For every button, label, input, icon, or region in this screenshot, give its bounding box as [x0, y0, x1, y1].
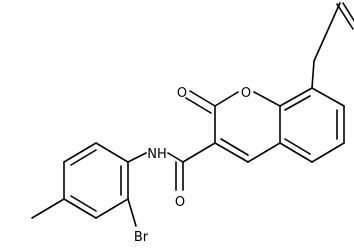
bond — [95, 142, 129, 163]
lactone-carbonyl-oxygen-label: O — [177, 86, 187, 101]
bond — [311, 60, 315, 89]
bond — [311, 142, 345, 163]
bond — [127, 198, 137, 227]
bond — [167, 152, 184, 163]
bond — [127, 152, 147, 163]
bond — [311, 87, 345, 107]
bond — [284, 95, 311, 111]
bond — [342, 2, 354, 23]
bond — [336, 3, 354, 30]
bond — [253, 91, 281, 107]
bond-lines — [31, 2, 354, 227]
bond — [284, 138, 311, 155]
bond — [70, 149, 97, 166]
bromine-label: Br — [134, 230, 149, 245]
bond — [63, 142, 97, 163]
bond — [279, 142, 313, 163]
bond — [185, 97, 212, 114]
bond — [214, 91, 239, 107]
bond — [220, 138, 249, 156]
bond — [247, 142, 281, 163]
atom-labels: O O O NH Br — [134, 86, 251, 245]
bond — [182, 142, 216, 163]
bond — [70, 195, 97, 212]
amide-nitrogen-label: NH — [147, 147, 167, 162]
bond — [31, 198, 65, 219]
bond — [214, 142, 249, 163]
bond — [95, 198, 129, 219]
bond — [63, 198, 97, 219]
ring-oxygen-label: O — [241, 86, 251, 101]
amide-carbonyl-oxygen-label: O — [175, 195, 185, 210]
bond — [279, 87, 313, 107]
bond — [313, 2, 341, 62]
bond — [189, 90, 216, 107]
